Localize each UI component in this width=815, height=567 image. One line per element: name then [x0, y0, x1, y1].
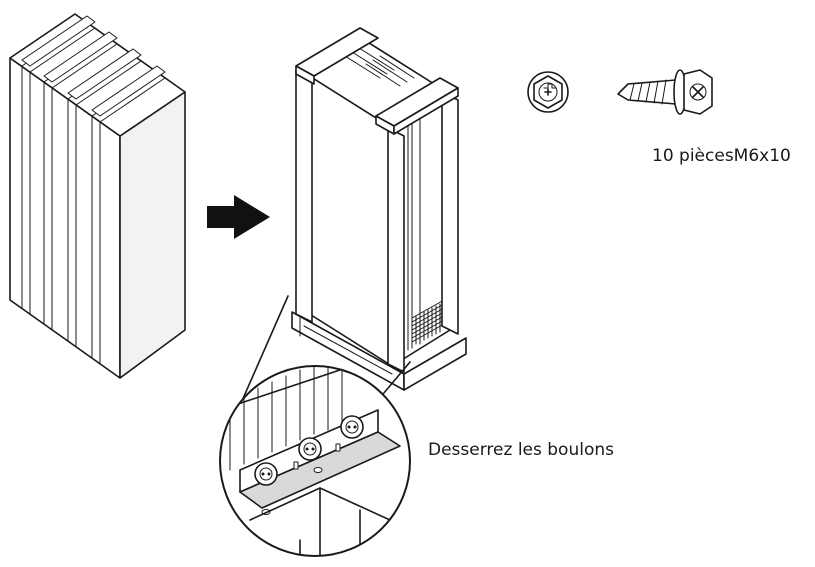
screw-quantity-label: 10 piècesM6x10: [652, 146, 791, 166]
packaged-unit-illustration: [9, 13, 186, 379]
screw-side-icon: [617, 69, 713, 115]
bolt-1: [254, 462, 278, 486]
bracket-detail-magnifier: [219, 365, 411, 557]
loosen-bolts-label: Desserrez les boulons: [428, 440, 614, 460]
screw-head-icon: [527, 71, 569, 113]
bolt-3: [340, 415, 364, 439]
unboxed-unit-illustration: [291, 27, 467, 391]
right-arrow-icon: [207, 195, 270, 239]
bolt-2: [298, 437, 322, 461]
